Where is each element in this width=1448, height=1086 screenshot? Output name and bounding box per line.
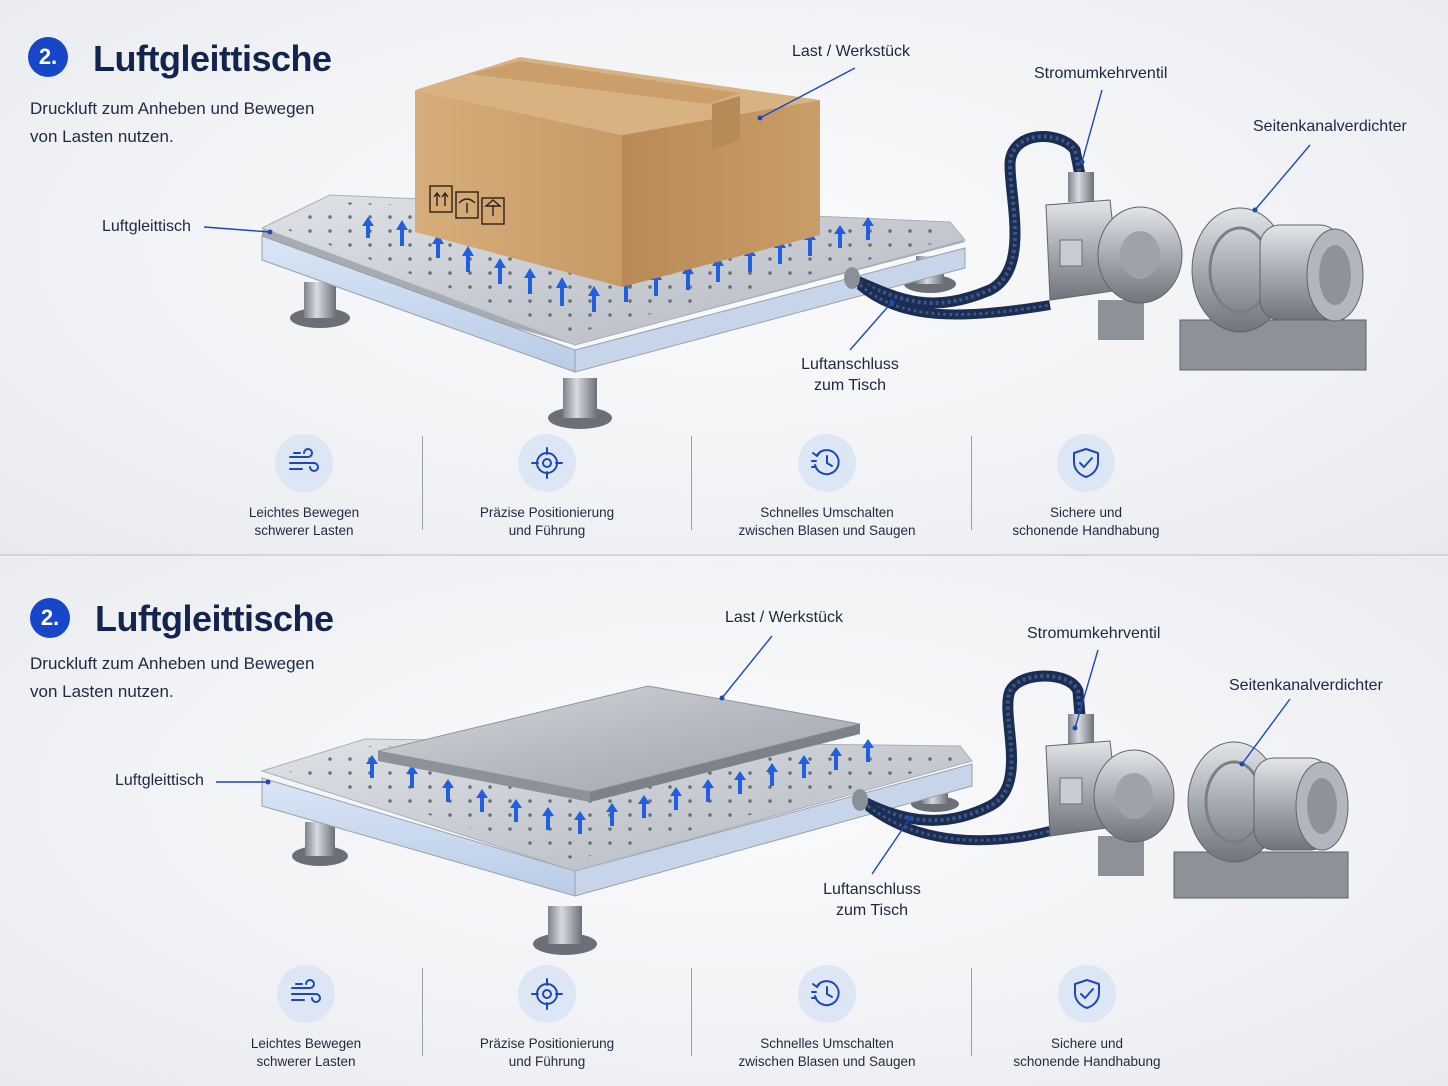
- panel-divider: [0, 554, 1448, 556]
- feature-precise-positioning: Präzise Positionierung und Führung: [437, 965, 657, 1071]
- wind-icon: [289, 448, 319, 472]
- cardboard-box: [415, 57, 820, 287]
- feature-text-line-1: Sichere und: [1050, 1036, 1124, 1051]
- feature-divider: [422, 436, 423, 530]
- crosshair-icon: [531, 978, 563, 1010]
- label-table: Luftgleittisch: [115, 772, 204, 789]
- label-air-connection-line-2: zum Tisch: [835, 902, 908, 919]
- metal-plate: [377, 685, 861, 802]
- feature-precise-positioning: Präzise Positionierung und Führung: [437, 434, 657, 540]
- feature-icon-circle: [798, 434, 856, 492]
- feature-text-line-2: schonende Handhabung: [1012, 523, 1160, 538]
- feature-text-line-2: zwischen Blasen und Saugen: [738, 1054, 916, 1069]
- feature-icon-circle: [1057, 434, 1115, 492]
- subtitle-line-1: Druckluft zum Anheben und Bewegen: [30, 654, 315, 673]
- side-channel-compressor: [1097, 206, 1367, 371]
- feature-divider: [971, 968, 972, 1056]
- feature-icon-circle: [798, 965, 856, 1023]
- feature-text-line-2: zwischen Blasen und Saugen: [738, 523, 916, 538]
- leader-lines: [203, 67, 1311, 351]
- feature-icon-circle: [275, 434, 333, 492]
- clock-rewind-icon: [811, 449, 840, 476]
- air-flow-arrows: [366, 739, 874, 834]
- feature-divider: [422, 968, 423, 1056]
- feature-icon-circle: [518, 965, 576, 1023]
- feature-text-line-1: Präzise Positionierung: [479, 505, 615, 520]
- feature-safe-handling: Sichere und schonende Handhabung: [976, 434, 1196, 540]
- leader-dots: [267, 115, 1258, 305]
- feature-divider: [691, 436, 692, 530]
- feature-safe-handling: Sichere und schonende Handhabung: [977, 965, 1197, 1071]
- feature-text-line-1: Schnelles Umschalten: [760, 1036, 894, 1051]
- label-air-connection: Luftanschluss zum Tisch: [802, 879, 942, 921]
- crosshair-icon: [531, 447, 563, 479]
- feature-icon-circle: [277, 965, 335, 1023]
- shield-check-icon: [1074, 979, 1100, 1009]
- leader-lines: [216, 635, 1291, 875]
- table-illustration-box: [203, 57, 1367, 429]
- feature-text-line-1: Schnelles Umschalten: [760, 505, 894, 520]
- side-channel-compressor: [1093, 741, 1349, 899]
- feature-icon-circle: [518, 434, 576, 492]
- label-air-connection: Luftanschluss zum Tisch: [780, 354, 920, 396]
- feature-text-line-2: schonende Handhabung: [1013, 1054, 1161, 1069]
- feature-text-line-2: und Führung: [508, 523, 586, 538]
- feature-divider: [691, 968, 692, 1056]
- label-valve: Stromumkehrventil: [1027, 625, 1161, 642]
- label-table: Luftgleittisch: [102, 218, 191, 235]
- page-subtitle: Druckluft zum Anheben und Bewegen von La…: [30, 650, 370, 706]
- feature-text-line-1: Präzise Positionierung: [479, 1036, 615, 1051]
- page-subtitle: Druckluft zum Anheben und Bewegen von La…: [30, 95, 370, 151]
- feature-text-line-2: schwerer Lasten: [256, 1054, 356, 1069]
- feature-easy-moving: Leichtes Bewegen schwerer Lasten: [194, 434, 414, 540]
- feature-icon-circle: [1058, 965, 1116, 1023]
- feature-fast-switching: Schnelles Umschalten zwischen Blasen und …: [717, 965, 937, 1071]
- subtitle-line-2: von Lasten nutzen.: [30, 682, 174, 701]
- section-number-badge: 2.: [30, 598, 70, 638]
- label-load: Last / Werkstück: [725, 609, 843, 626]
- label-air-connection-line-1: Luftanschluss: [801, 356, 899, 373]
- panel-box-version: 2. Luftgleittische Druckluft zum Anheben…: [0, 0, 1448, 554]
- feature-text-line-1: Leichtes Bewegen: [250, 1036, 362, 1051]
- feature-text-line-2: schwerer Lasten: [254, 523, 354, 538]
- label-load: Last / Werkstück: [792, 43, 910, 60]
- label-air-connection-line-2: zum Tisch: [813, 377, 886, 394]
- page-title: Luftgleittische: [93, 38, 332, 79]
- feature-text-line-1: Sichere und: [1049, 505, 1123, 520]
- table-illustration-plate: [216, 635, 1349, 955]
- feature-divider: [971, 436, 972, 530]
- feature-text-line-1: Leichtes Bewegen: [248, 505, 360, 520]
- table-legs: [292, 780, 959, 955]
- leader-dots: [265, 695, 1245, 821]
- wind-icon: [291, 979, 321, 1003]
- clock-rewind-icon: [811, 980, 840, 1007]
- section-number-badge: 2.: [28, 37, 68, 77]
- panel-plate-version: 2. Luftgleittische Druckluft zum Anheben…: [0, 556, 1448, 1086]
- feature-easy-moving: Leichtes Bewegen schwerer Lasten: [196, 965, 416, 1071]
- hoses: [844, 131, 1086, 320]
- handling-symbols: [429, 185, 505, 225]
- label-air-connection-line-1: Luftanschluss: [823, 881, 921, 898]
- label-compressor: Seitenkanalverdichter: [1229, 677, 1383, 694]
- page-title: Luftgleittische: [95, 598, 334, 639]
- shield-check-icon: [1073, 448, 1099, 478]
- label-compressor: Seitenkanalverdichter: [1253, 118, 1407, 135]
- subtitle-line-2: von Lasten nutzen.: [30, 127, 174, 146]
- feature-text-line-2: und Führung: [508, 1054, 586, 1069]
- hoses: [852, 670, 1086, 846]
- label-valve: Stromumkehrventil: [1034, 65, 1168, 82]
- feature-fast-switching: Schnelles Umschalten zwischen Blasen und …: [717, 434, 937, 540]
- subtitle-line-1: Druckluft zum Anheben und Bewegen: [30, 99, 315, 118]
